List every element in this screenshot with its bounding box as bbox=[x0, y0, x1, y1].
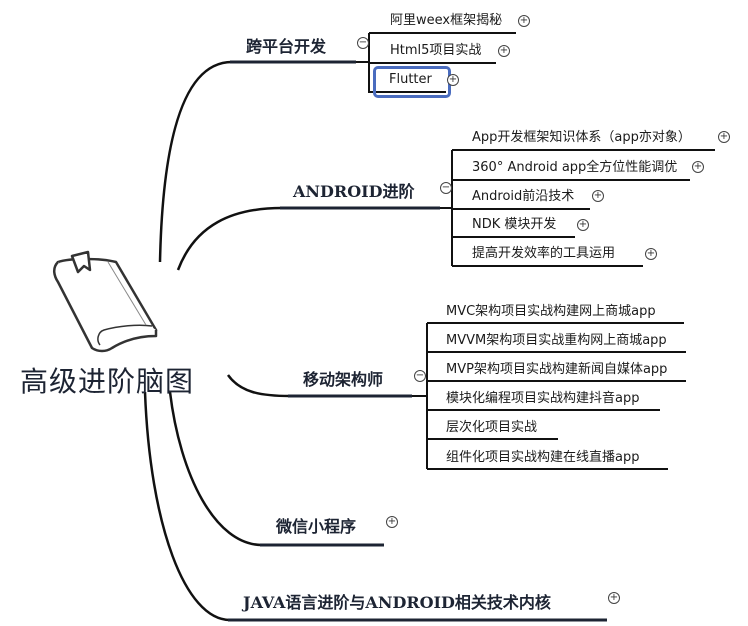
node-mvc[interactable]: MVC架构项目实战构建网上商城app bbox=[446, 304, 656, 319]
node-modular[interactable]: 模块化编程项目实战构建抖音app bbox=[446, 391, 640, 406]
branch-curve bbox=[176, 206, 283, 271]
book-icon bbox=[53, 250, 158, 353]
node-component[interactable]: 组件化项目实战构建在线直播app bbox=[446, 450, 640, 465]
branch-android-advanced[interactable]: ANDROID进阶 bbox=[293, 182, 415, 201]
node-flutter[interactable]: Flutter bbox=[389, 72, 432, 87]
branch-wechat-miniprogram[interactable]: 微信小程序 bbox=[276, 517, 357, 536]
node-mvp[interactable]: MVP架构项目实战构建新闻自媒体app bbox=[446, 362, 668, 377]
expand-icon[interactable]: + bbox=[645, 248, 657, 260]
node-performance[interactable]: 360° Android app全方位性能调优 bbox=[472, 160, 678, 175]
node-ndk[interactable]: NDK 模块开发 bbox=[472, 217, 557, 232]
expand-icon[interactable]: + bbox=[592, 190, 604, 202]
expand-icon[interactable]: + bbox=[692, 161, 704, 173]
expand-icon[interactable]: + bbox=[718, 131, 730, 143]
node-html5[interactable]: Html5项目实战 bbox=[390, 43, 482, 58]
branch-mobile-architect[interactable]: 移动架构师 bbox=[303, 370, 384, 389]
collapse-icon[interactable]: − bbox=[414, 370, 426, 382]
node-tools[interactable]: 提高开发效率的工具运用 bbox=[472, 246, 616, 261]
collapse-icon[interactable]: − bbox=[440, 182, 452, 194]
expand-icon[interactable]: + bbox=[518, 15, 530, 27]
branch-curve bbox=[158, 60, 233, 263]
root-title[interactable]: 高级进阶脑图 bbox=[20, 365, 195, 398]
expand-icon[interactable]: + bbox=[608, 592, 620, 604]
node-app-framework[interactable]: App开发框架知识体系（app亦对象） bbox=[472, 130, 691, 145]
node-layered[interactable]: 层次化项目实战 bbox=[446, 420, 538, 435]
expand-icon[interactable]: + bbox=[447, 74, 459, 86]
expand-icon[interactable]: + bbox=[577, 219, 589, 231]
expand-icon[interactable]: + bbox=[498, 45, 510, 57]
branch-curve bbox=[226, 374, 291, 398]
node-weex[interactable]: 阿里weex框架揭秘 bbox=[390, 13, 503, 28]
collapse-icon[interactable]: − bbox=[357, 37, 369, 49]
branch-curve bbox=[168, 391, 263, 547]
branch-curve bbox=[143, 391, 231, 622]
expand-icon[interactable]: + bbox=[386, 516, 398, 528]
branch-java-android-core[interactable]: JAVA语言进阶与ANDROID相关技术内核 bbox=[243, 593, 551, 612]
node-android-frontier[interactable]: Android前沿技术 bbox=[472, 189, 575, 204]
branch-cross-platform[interactable]: 跨平台开发 bbox=[246, 37, 327, 56]
node-mvvm[interactable]: MVVM架构项目实战重构网上商城app bbox=[446, 333, 667, 348]
